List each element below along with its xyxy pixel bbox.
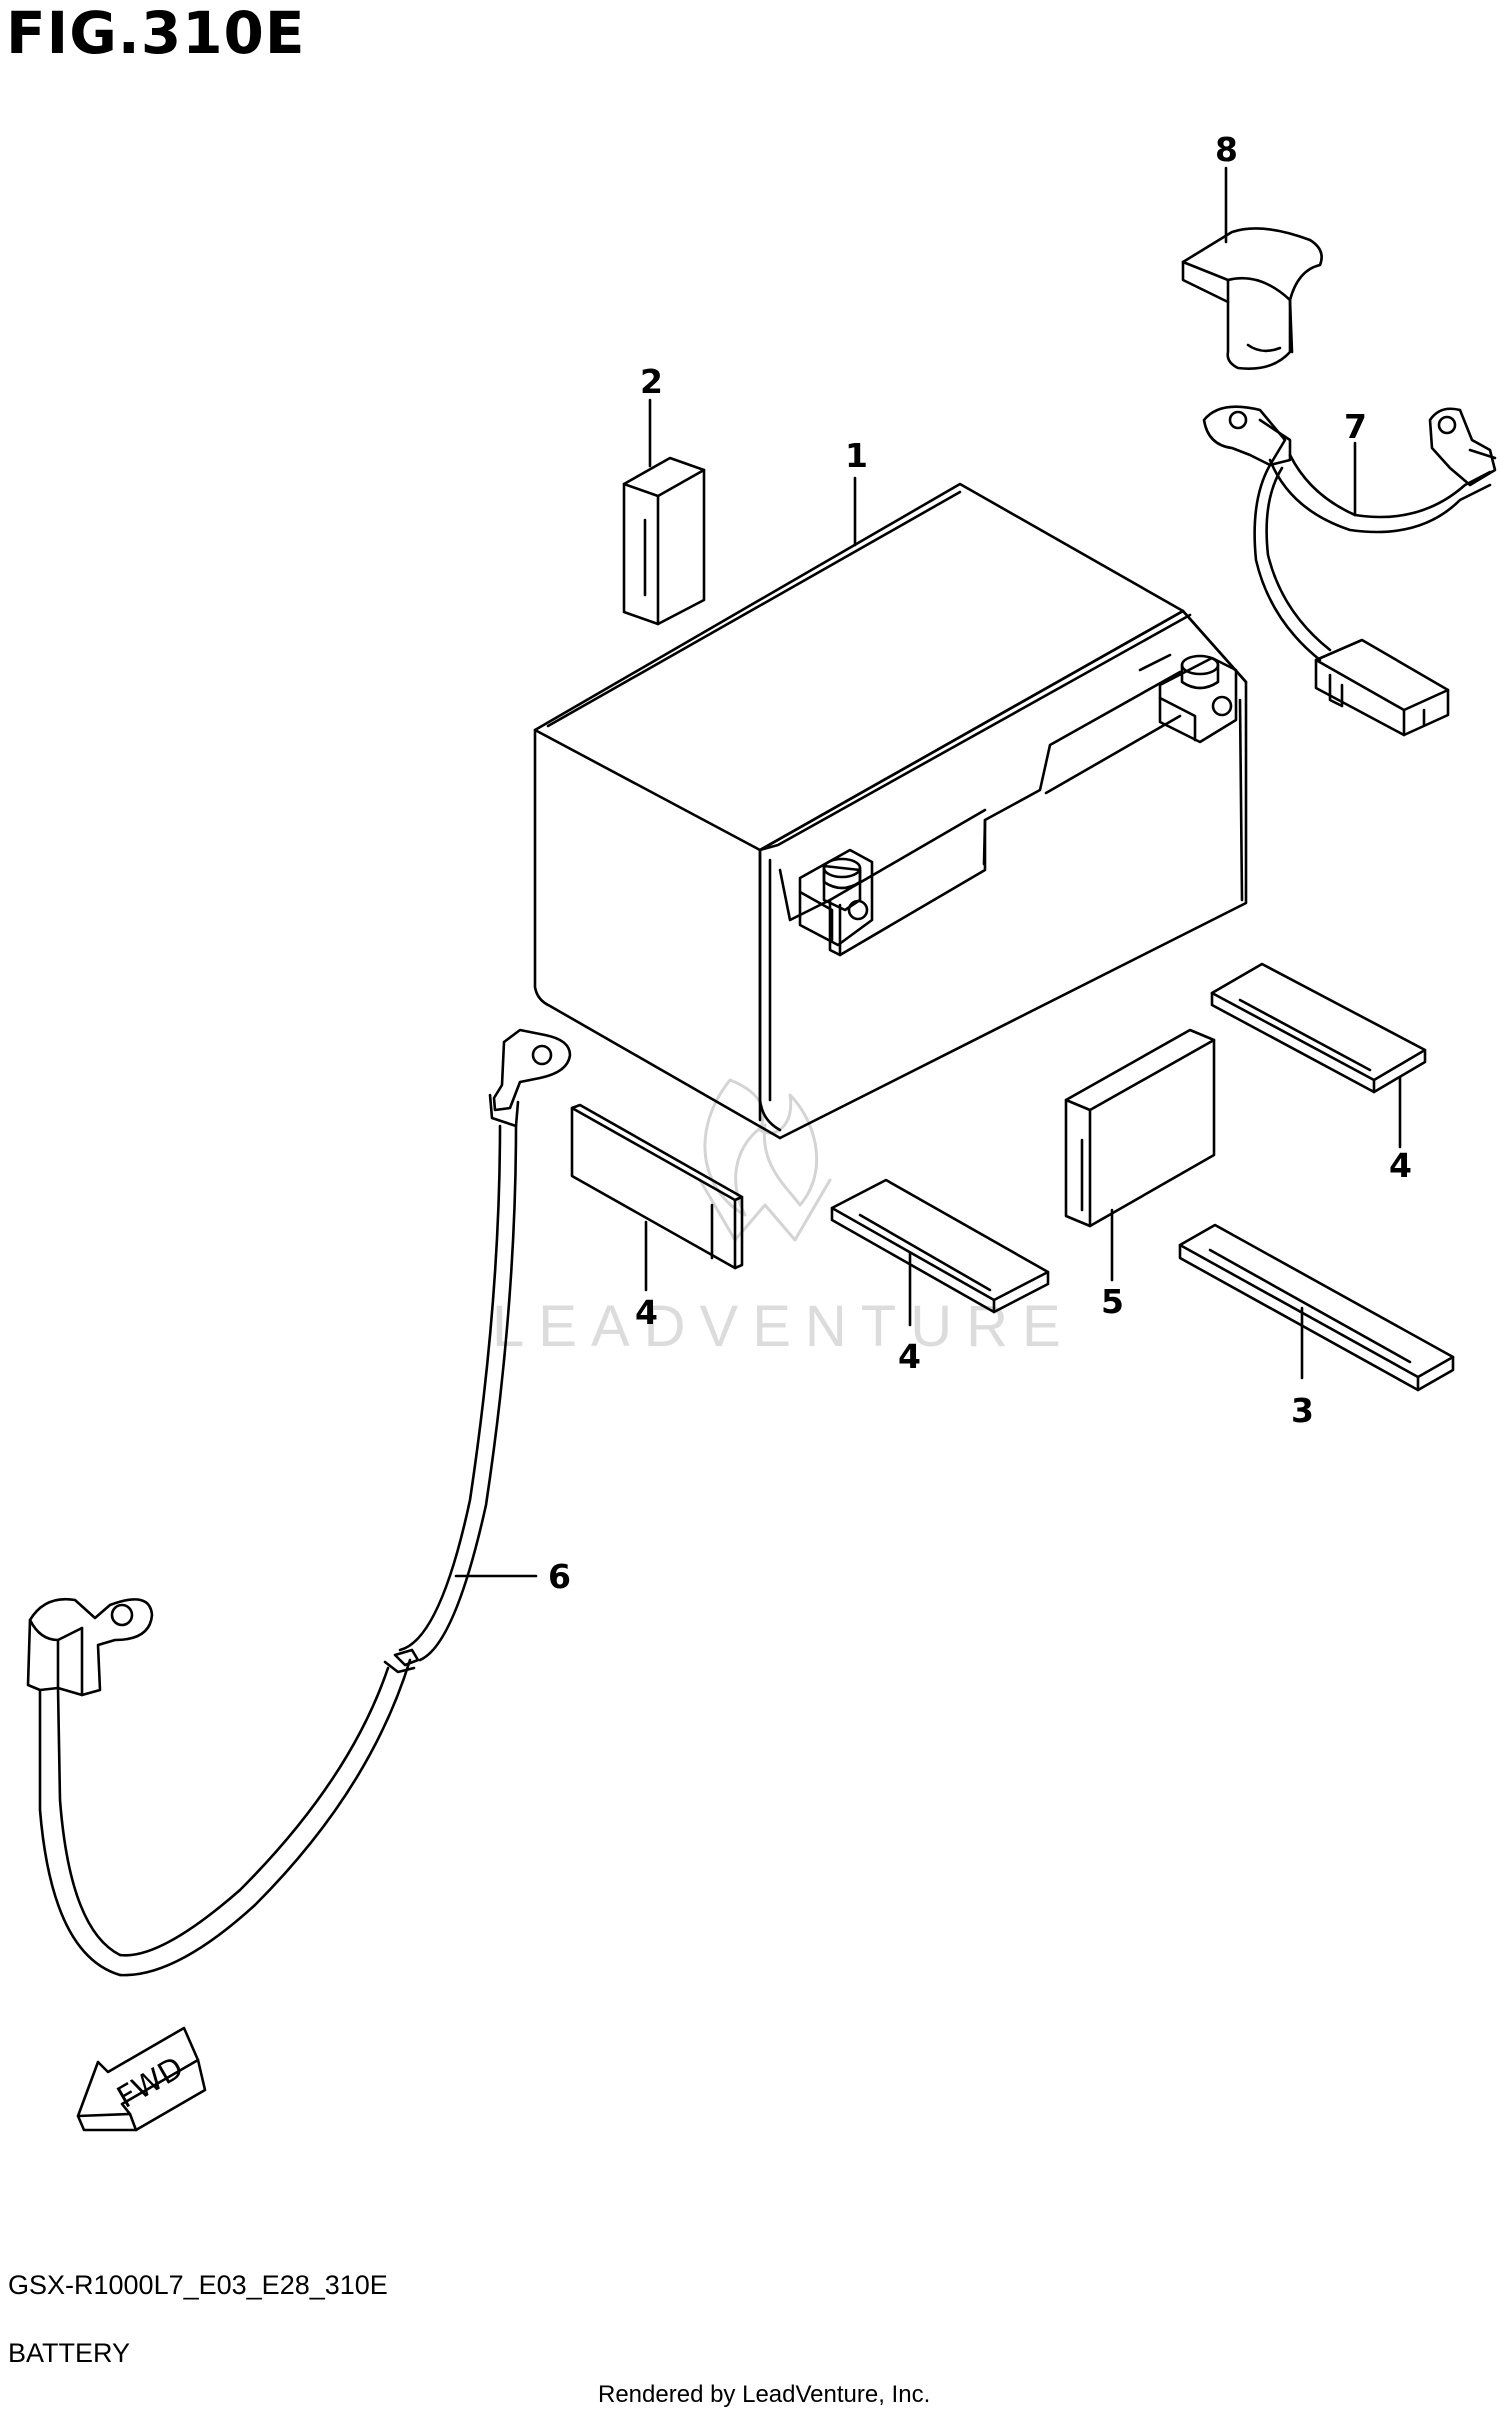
pad-strip-center xyxy=(830,1178,1050,1314)
callout-4c: 4 xyxy=(1389,1146,1412,1185)
callout-1: 1 xyxy=(845,436,868,475)
long-battery-cable xyxy=(26,1028,572,1977)
callout-4a: 4 xyxy=(635,1293,658,1332)
diagram-caption: BATTERY xyxy=(8,2338,131,2368)
fwd-arrow: FWD xyxy=(76,2026,207,2132)
callout-8: 8 xyxy=(1215,130,1238,169)
callout-7: 7 xyxy=(1344,407,1367,446)
battery xyxy=(533,482,1248,1140)
short-lead-wire xyxy=(1202,405,1497,737)
pad-left xyxy=(570,1103,744,1270)
callout-6: 6 xyxy=(548,1557,571,1596)
callout-5: 5 xyxy=(1101,1282,1124,1321)
model-code: GSX-R1000L7_E03_E28_310E xyxy=(8,2270,388,2300)
callout-4b: 4 xyxy=(898,1337,921,1376)
small-pad-block xyxy=(622,456,706,626)
pad-block xyxy=(1064,1028,1216,1228)
pad-strip-upper-right xyxy=(1210,962,1427,1094)
figure-title: FIG.310E xyxy=(6,0,306,67)
render-credit: Rendered by LeadVenture, Inc. xyxy=(598,2381,931,2408)
leadventure-watermark: LEADVENTURE xyxy=(492,1078,1075,1359)
long-strip xyxy=(1178,1223,1455,1392)
callout-3: 3 xyxy=(1291,1391,1314,1430)
terminal-cap xyxy=(1181,227,1323,370)
watermark-text: LEADVENTURE xyxy=(492,1294,1075,1359)
callout-2: 2 xyxy=(640,362,663,401)
